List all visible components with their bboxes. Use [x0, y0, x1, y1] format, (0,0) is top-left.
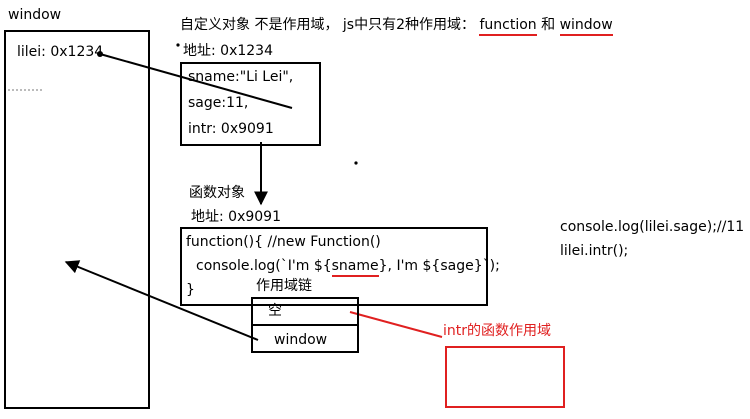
arrow-scope-to-window [64, 260, 259, 341]
function-line-2-c: }, I'm ${sage}`); [378, 258, 500, 274]
window-frame [4, 30, 150, 409]
stray-dot [176, 43, 180, 47]
scope-chain-title: 作用域链 [254, 277, 314, 295]
code-line-1: console.log(lilei.sage);//11 [560, 219, 745, 235]
function-address: 地址: 0x9091 [191, 209, 281, 225]
scope-cell-window: window [274, 332, 328, 348]
scope-note-function: function [479, 17, 537, 36]
function-line-2-sname: sname [331, 258, 379, 277]
object-prop-sname: sname:"Li Lei", [188, 69, 294, 85]
object-prop-sage: sage:11, [188, 95, 249, 111]
function-line-1: function(){ //new Function() [186, 234, 381, 250]
annotation-label: intr的函数作用域 [443, 323, 552, 339]
scope-note-mid: 和 [536, 17, 560, 33]
function-line-2-a: console.log(`I'm ${ [196, 258, 332, 274]
scope-chain-divider [251, 324, 359, 326]
scope-note-prefix: 自定义对象 不是作用域， js中只有2种作用域： [180, 17, 480, 33]
arrow-annotation-to-empty-cell [349, 311, 443, 338]
code-line-2: lilei.intr(); [560, 243, 629, 259]
object-box [180, 62, 321, 146]
pointer-dot [97, 51, 103, 57]
pointer-line-lilei-to-object [99, 53, 293, 109]
function-caption: 函数对象 [189, 185, 245, 201]
window-title: window [8, 7, 62, 23]
scope-cell-empty: 空 [268, 303, 282, 319]
scope-note-window: window [559, 17, 613, 36]
window-var-lilei: lilei: 0x1234 [17, 44, 104, 60]
scope-note: 自定义对象 不是作用域， js中只有2种作用域： function 和 wind… [180, 16, 613, 36]
function-line-3: } [186, 282, 195, 298]
object-prop-intr: intr: 0x9091 [188, 121, 274, 137]
function-box [180, 227, 488, 306]
function-line-2: console.log(`I'm ${sname}, I'm ${sage}`)… [196, 257, 500, 277]
stray-dot [354, 161, 358, 165]
function-scope-box [445, 346, 565, 408]
object-address: 地址: 0x1234 [183, 43, 273, 59]
